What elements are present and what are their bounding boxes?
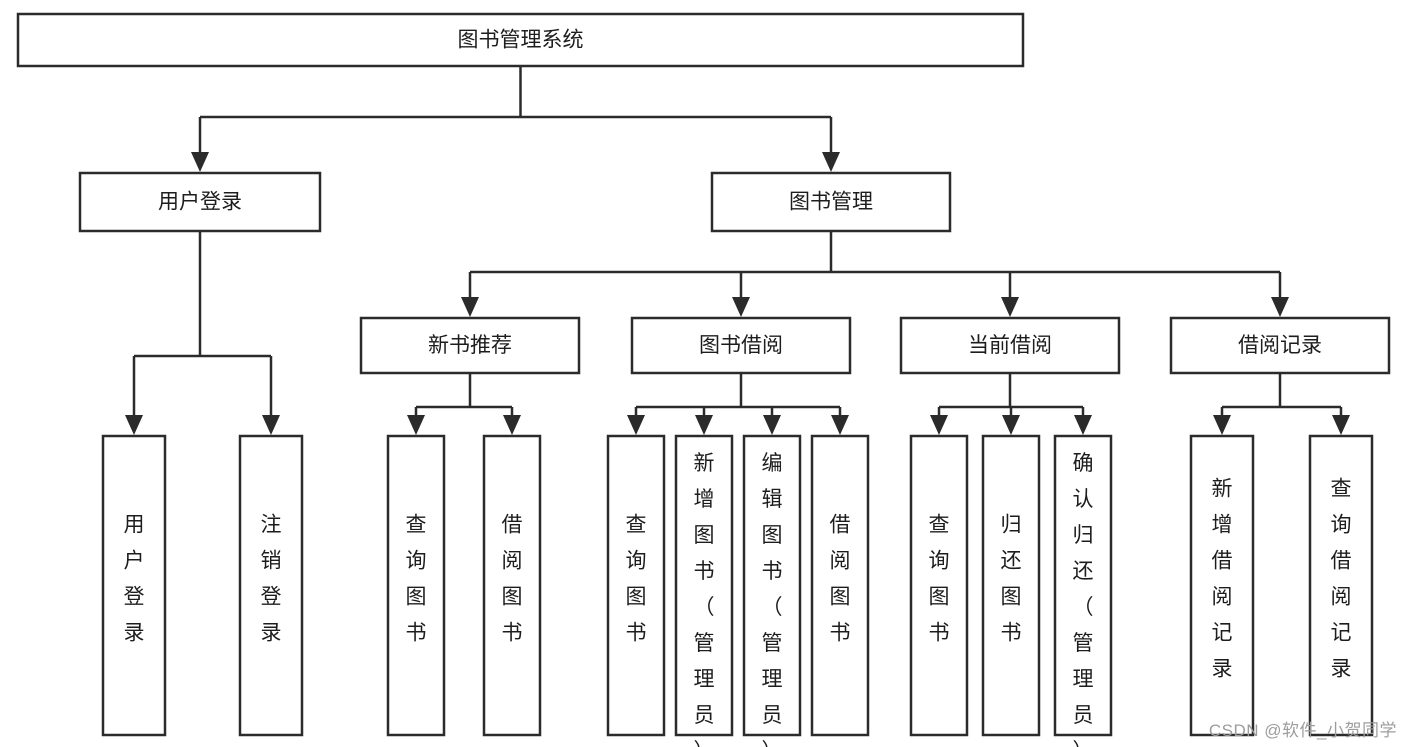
node-leaf-leaf-return-book[interactable]: 归还图书 bbox=[981, 434, 1041, 737]
arrow-head-icon bbox=[930, 415, 948, 435]
node-leaf-leaf-logout[interactable]: 注销登录 bbox=[238, 434, 304, 737]
node-label: 用户登录 bbox=[158, 191, 242, 214]
node-box bbox=[1169, 316, 1391, 375]
node-box bbox=[1308, 434, 1374, 737]
arrow-head-icon bbox=[461, 297, 479, 317]
node-box bbox=[899, 316, 1121, 375]
node-box bbox=[810, 434, 870, 737]
node-leaf-leaf-user-login[interactable]: 用户登录 bbox=[101, 434, 167, 737]
node-box bbox=[238, 434, 304, 737]
node-leaf-leaf-add-borrow-record[interactable]: 新增借阅记录 bbox=[1189, 434, 1255, 737]
arrow-head-icon bbox=[732, 297, 750, 317]
node-leaf-leaf-query-book-borrow[interactable]: 查询图书 bbox=[606, 434, 666, 737]
connector-layer bbox=[125, 66, 1350, 435]
node-level3-book-borrow[interactable]: 图书借阅 bbox=[630, 316, 852, 375]
node-label: 编辑图书（管理员） bbox=[762, 452, 783, 747]
arrow-head-icon bbox=[1332, 415, 1350, 435]
node-box bbox=[359, 316, 581, 375]
node-level2-user-login[interactable]: 用户登录 bbox=[78, 171, 322, 233]
node-box bbox=[101, 434, 167, 737]
node-label: 注销登录 bbox=[261, 514, 282, 645]
node-box bbox=[386, 434, 446, 737]
arrow-head-icon bbox=[627, 415, 645, 435]
arrow-head-icon bbox=[1001, 297, 1019, 317]
connector-group-book-borrow bbox=[627, 373, 849, 435]
node-label: 用户登录 bbox=[124, 514, 145, 645]
node-label: 借阅记录 bbox=[1238, 334, 1322, 357]
node-box bbox=[909, 434, 969, 737]
node-label: 借阅图书 bbox=[502, 514, 523, 645]
arrow-head-icon bbox=[822, 152, 840, 172]
node-label: 查询借阅记录 bbox=[1331, 478, 1352, 681]
node-level3-new-book-recommend[interactable]: 新书推荐 bbox=[359, 316, 581, 375]
node-label: 查询图书 bbox=[626, 514, 647, 645]
node-box bbox=[742, 434, 802, 737]
node-label: 查询图书 bbox=[929, 514, 950, 645]
node-label: 借阅图书 bbox=[830, 514, 851, 645]
node-box bbox=[981, 434, 1041, 737]
arrow-head-icon bbox=[1271, 297, 1289, 317]
arrow-head-icon bbox=[503, 415, 521, 435]
node-leaf-leaf-borrow-book-rec[interactable]: 借阅图书 bbox=[482, 434, 542, 737]
node-box bbox=[1189, 434, 1255, 737]
node-box bbox=[674, 434, 734, 737]
arrow-head-icon bbox=[125, 415, 143, 435]
arrow-head-icon bbox=[1213, 415, 1231, 435]
node-label: 新书推荐 bbox=[428, 334, 512, 357]
node-label: 图书管理系统 bbox=[458, 29, 584, 52]
node-leaf-leaf-edit-book-admin[interactable]: 编辑图书（管理员） bbox=[742, 434, 802, 747]
node-level3-current-borrow[interactable]: 当前借阅 bbox=[899, 316, 1121, 375]
node-label: 图书借阅 bbox=[699, 334, 783, 357]
node-root-system[interactable]: 图书管理系统 bbox=[16, 12, 1025, 68]
connector-group-new-book-recommend bbox=[407, 373, 521, 435]
connector-group-borrow-record bbox=[1213, 373, 1350, 435]
watermark-label: CSDN @软件_小贺同学 bbox=[1208, 721, 1397, 740]
arrow-head-icon bbox=[1002, 415, 1020, 435]
node-leaf-leaf-query-book-current[interactable]: 查询图书 bbox=[909, 434, 969, 737]
node-label: 查询图书 bbox=[406, 514, 427, 645]
connector-group-root bbox=[191, 66, 840, 172]
node-leaf-leaf-query-book-rec[interactable]: 查询图书 bbox=[386, 434, 446, 737]
node-leaf-leaf-query-borrow-record[interactable]: 查询借阅记录 bbox=[1308, 434, 1374, 737]
arrow-head-icon bbox=[1074, 415, 1092, 435]
node-box bbox=[1053, 434, 1113, 737]
connector-group-user-login bbox=[125, 231, 280, 435]
node-label: 新增借阅记录 bbox=[1212, 478, 1233, 681]
node-leaf-leaf-confirm-return-admin[interactable]: 确认归还（管理员） bbox=[1053, 434, 1113, 747]
node-leaf-leaf-add-book-admin[interactable]: 新增图书（管理员） bbox=[674, 434, 734, 747]
connector-group-current-borrow bbox=[930, 373, 1092, 435]
node-leaf-leaf-borrow-book[interactable]: 借阅图书 bbox=[810, 434, 870, 737]
node-label: 图书管理 bbox=[789, 191, 873, 214]
arrow-head-icon bbox=[262, 415, 280, 435]
node-level3-borrow-record[interactable]: 借阅记录 bbox=[1169, 316, 1391, 375]
node-box bbox=[78, 171, 322, 233]
arrow-head-icon bbox=[407, 415, 425, 435]
node-box bbox=[710, 171, 952, 233]
arrow-head-icon bbox=[831, 415, 849, 435]
arrow-head-icon bbox=[763, 415, 781, 435]
node-level2-book-manage[interactable]: 图书管理 bbox=[710, 171, 952, 233]
node-layer: 图书管理系统用户登录图书管理新书推荐图书借阅当前借阅借阅记录用户登录注销登录查询… bbox=[16, 12, 1391, 747]
node-label: 当前借阅 bbox=[968, 334, 1052, 357]
node-box bbox=[16, 12, 1025, 68]
node-label: 确认归还（管理员） bbox=[1073, 452, 1094, 747]
node-box bbox=[606, 434, 666, 737]
arrow-head-icon bbox=[191, 152, 209, 172]
node-label: 归还图书 bbox=[1001, 514, 1022, 645]
arrow-head-icon bbox=[695, 415, 713, 435]
connector-group-book-manage bbox=[461, 231, 1289, 317]
node-box bbox=[630, 316, 852, 375]
node-label: 新增图书（管理员） bbox=[694, 452, 715, 747]
node-box bbox=[482, 434, 542, 737]
